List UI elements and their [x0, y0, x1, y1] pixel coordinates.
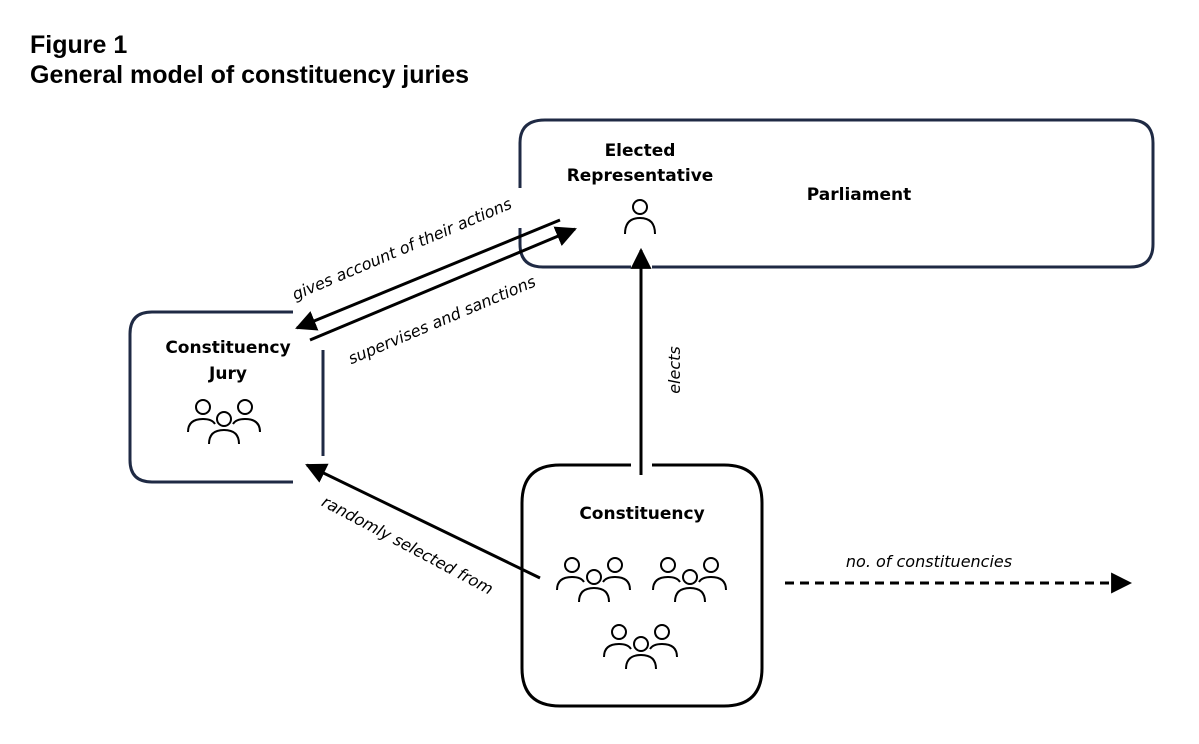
group-icon	[556, 557, 631, 603]
figure-heading: Figure 1 General model of constituency j…	[30, 30, 469, 90]
constituency-jury-box-border	[128, 310, 293, 484]
elected-representative-label-line1: Elected	[605, 141, 676, 161]
constituency-jury-label-line2: Jury	[208, 364, 247, 384]
constituency-label: Constituency	[579, 504, 704, 524]
parliament-box-border-left	[518, 228, 631, 269]
parliament-box-border	[518, 118, 1155, 269]
figure-number: Figure 1	[30, 31, 128, 59]
elected-representative-label-line2: Representative	[567, 166, 714, 186]
gives-account-label: gives account of their actions	[289, 194, 514, 304]
elected-representative: Elected Representative	[567, 141, 714, 235]
gives-account-arrow	[295, 218, 561, 331]
group-icon	[603, 624, 678, 670]
constituency-jury-label-line1: Constituency	[165, 338, 290, 358]
supervises-arrow	[309, 226, 577, 342]
constituency-jury-box: Constituency Jury	[128, 310, 325, 484]
randomly-selected-arrow	[305, 463, 541, 580]
figure-title: General model of constituency juries	[30, 61, 470, 89]
group-icon	[652, 557, 727, 603]
person-icon	[624, 199, 656, 235]
parliament-box: Parliament	[518, 118, 1155, 269]
elects-label: elects	[665, 346, 684, 394]
constituency-box: Constituency	[520, 463, 764, 708]
no-of-constituencies-label: no. of constituencies	[846, 552, 1012, 571]
parliament-label: Parliament	[807, 185, 911, 205]
constituency-box-border	[520, 463, 764, 708]
group-icon	[187, 399, 261, 445]
